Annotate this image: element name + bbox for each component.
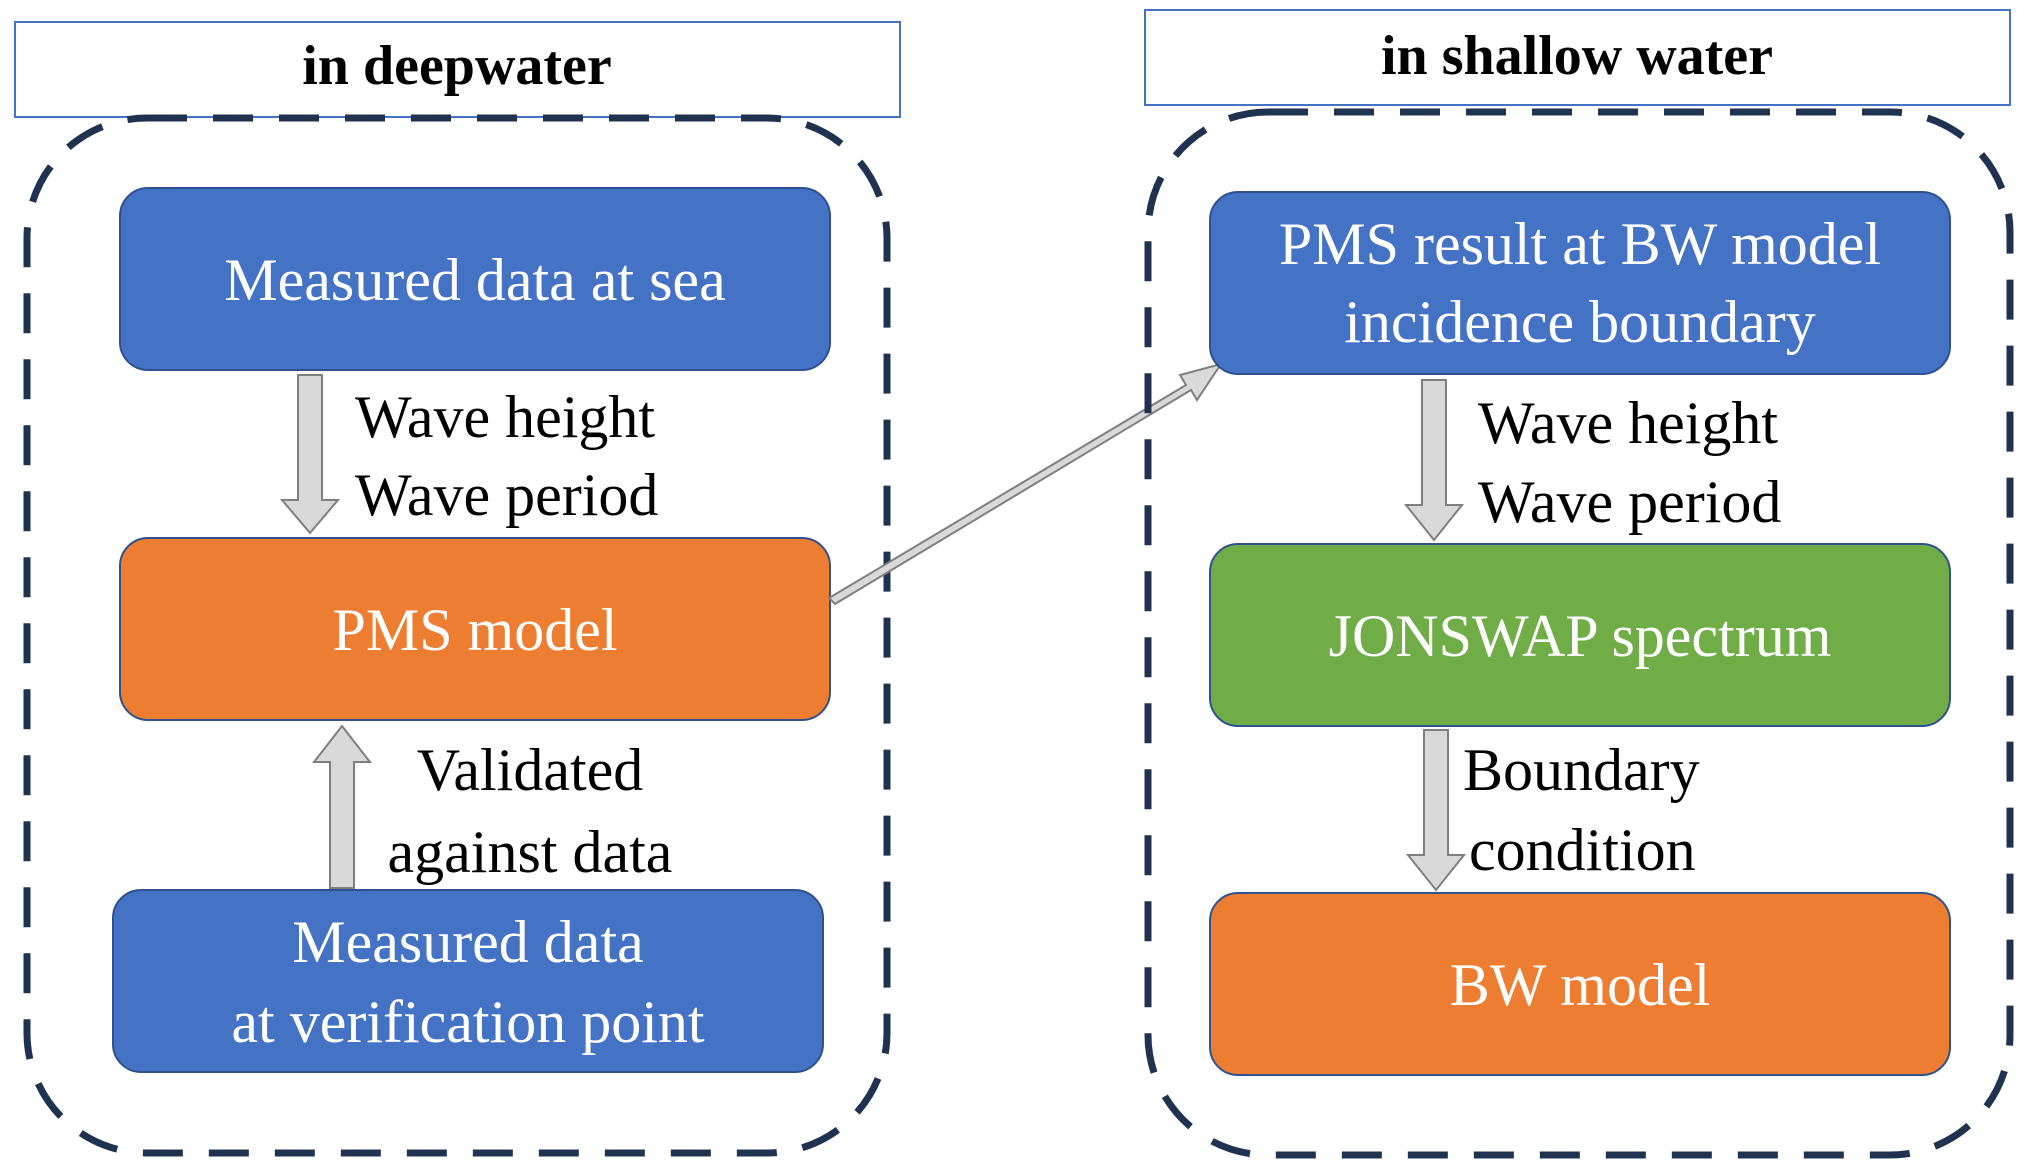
shallow-water-title: in shallow water [1381, 25, 1773, 87]
jonswap-spectrum-box [1209, 543, 1951, 727]
right-arrow-2-label-line-1: Boundary [1463, 737, 1700, 803]
deepwater-region-border [23, 114, 891, 1157]
pms-result-label-line-1: PMS result at BW model [1279, 211, 1881, 277]
measured-data-verification-label-line-1: Measured data [292, 909, 644, 975]
left-arrow-2-label-line-1: Validated [417, 737, 644, 803]
pms-result-box [1209, 191, 1951, 375]
left-arrow-2-label-line-2: against data [388, 819, 673, 885]
jonswap-spectrum-label: JONSWAP spectrum [1329, 603, 1832, 669]
pms-model-label: PMS model [332, 597, 617, 663]
arrow-up-icon [311, 724, 373, 889]
deepwater-title: in deepwater [302, 35, 612, 97]
shallow-water-region: in shallow water PMS result at BW model … [1144, 9, 2014, 1159]
pms-model-box [119, 537, 831, 721]
diagonal-arrow-icon [827, 362, 1224, 606]
right-arrow-2-label-line-2: condition [1469, 817, 1696, 883]
left-arrow-1-label-line-2: Wave period [355, 462, 658, 528]
bw-model-label: BW model [1450, 952, 1711, 1018]
measured-data-verification-box [112, 889, 824, 1073]
bw-model-box [1209, 892, 1951, 1076]
measured-data-at-sea-box [119, 187, 831, 371]
arrow-down-icon [1403, 379, 1465, 542]
right-arrow-1-label-line-1: Wave height [1478, 390, 1778, 456]
shallow-water-title-box [1144, 9, 2011, 106]
measured-data-verification-label-line-2: at verification point [231, 989, 705, 1055]
deepwater-region: in deepwater Measured data at sea Wave h… [14, 21, 901, 1157]
left-arrow-1-label-line-1: Wave height [355, 384, 655, 450]
arrow-down-icon [1405, 729, 1467, 892]
pms-result-label-line-2: incidence boundary [1344, 289, 1815, 355]
deepwater-title-box [14, 21, 901, 118]
arrow-down-icon [279, 374, 341, 535]
right-arrow-1-label-line-2: Wave period [1478, 469, 1781, 535]
shallow-water-region-border [1144, 108, 2014, 1159]
measured-data-at-sea-label: Measured data at sea [224, 247, 725, 313]
